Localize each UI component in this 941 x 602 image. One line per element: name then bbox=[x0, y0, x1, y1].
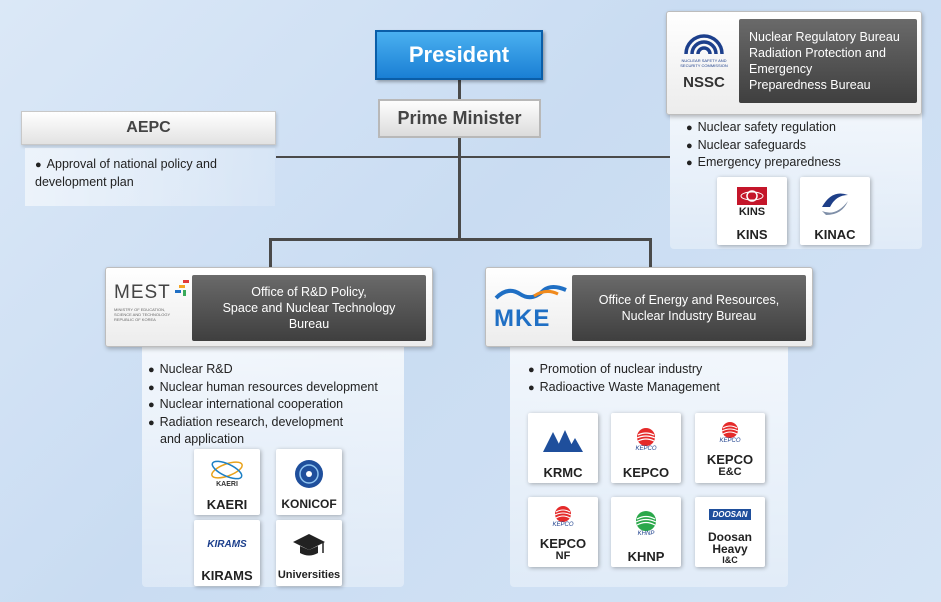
mest-mark-icon bbox=[174, 280, 189, 296]
aepc-description: Approval of national policy and developm… bbox=[25, 148, 275, 206]
org-card-kins: KINS KINS bbox=[717, 177, 787, 245]
nssc-functions: Nuclear safety regulation Nuclear safegu… bbox=[686, 119, 841, 172]
org-card-universities: Universities bbox=[276, 520, 342, 586]
krmc-logo-icon bbox=[541, 413, 585, 466]
doosan-logo-icon: DOOSAN bbox=[709, 497, 751, 531]
kepco-nf-logo-icon: KEPCO bbox=[551, 497, 575, 537]
org-card-kinac: KINAC bbox=[800, 177, 870, 245]
konicof-logo-icon bbox=[292, 449, 326, 498]
nssc-card: NUCLEAR SAFETY AND SECURITY COMMISSION N… bbox=[666, 11, 922, 115]
kins-logo-icon: KINS bbox=[737, 177, 767, 228]
org-card-kaeri: KAERI KAERI bbox=[194, 449, 260, 515]
org-card-kepco: KEPCO KEPCO bbox=[611, 413, 681, 483]
mest-card: MEST MINISTRY OF EDUCATION, SCIENCE AND … bbox=[105, 267, 433, 347]
org-card-kepco-ec: KEPCO KEPCO E&C bbox=[695, 413, 765, 483]
nssc-bureau-box: Nuclear Regulatory Bureau Radiation Prot… bbox=[739, 19, 917, 103]
nssc-arc-icon bbox=[684, 34, 724, 55]
connector-aepc bbox=[276, 156, 460, 158]
org-card-doosan: DOOSAN Doosan Heavy I&C bbox=[695, 497, 765, 567]
org-card-khnp: KHNP KHNP bbox=[611, 497, 681, 567]
aepc-box: AEPC bbox=[21, 111, 276, 145]
org-card-kirams: KIRAMS KIRAMS bbox=[194, 520, 260, 586]
kirams-logo-icon: KIRAMS bbox=[207, 539, 247, 550]
mest-functions: Nuclear R&D Nuclear human resources deve… bbox=[148, 361, 398, 449]
mest-bureau-box: Office of R&D Policy, Space and Nuclear … bbox=[192, 275, 426, 341]
kaeri-logo-icon: KAERI bbox=[208, 449, 246, 498]
khnp-logo-icon: KHNP bbox=[633, 497, 659, 550]
kepco-ec-logo-icon: KEPCO bbox=[718, 413, 742, 453]
org-card-kepco-nf: KEPCO KEPCO NF bbox=[528, 497, 598, 567]
kepco-logo-icon: KEPCO bbox=[633, 413, 659, 466]
mke-bureau-box: Office of Energy and Resources, Nuclear … bbox=[572, 275, 806, 341]
mke-logo: MKE bbox=[494, 284, 574, 332]
nssc-logo: NUCLEAR SAFETY AND SECURITY COMMISSION N… bbox=[673, 22, 735, 104]
mke-wave-icon bbox=[494, 285, 567, 300]
prime-minister-box: Prime Minister bbox=[378, 99, 541, 138]
mest-logo: MEST MINISTRY OF EDUCATION, SCIENCE AND … bbox=[114, 280, 194, 336]
mke-card: MKE Office of Energy and Resources, Nucl… bbox=[485, 267, 813, 347]
aepc-item: Approval of national policy and developm… bbox=[35, 156, 265, 190]
graduation-cap-icon bbox=[292, 520, 326, 569]
connector-mke bbox=[649, 238, 652, 269]
connector-branch bbox=[269, 238, 652, 241]
org-card-konicof: KONICOF bbox=[276, 449, 342, 515]
president-box: President bbox=[375, 30, 543, 80]
kinac-logo-icon bbox=[818, 177, 852, 228]
mke-functions: Promotion of nuclear industry Radioactiv… bbox=[528, 361, 778, 396]
connector-mest bbox=[269, 238, 272, 269]
org-card-krmc: KRMC bbox=[528, 413, 598, 483]
connector-president-pm bbox=[458, 80, 461, 99]
connector-nssc bbox=[460, 156, 670, 158]
connector-pm-down bbox=[458, 138, 461, 240]
